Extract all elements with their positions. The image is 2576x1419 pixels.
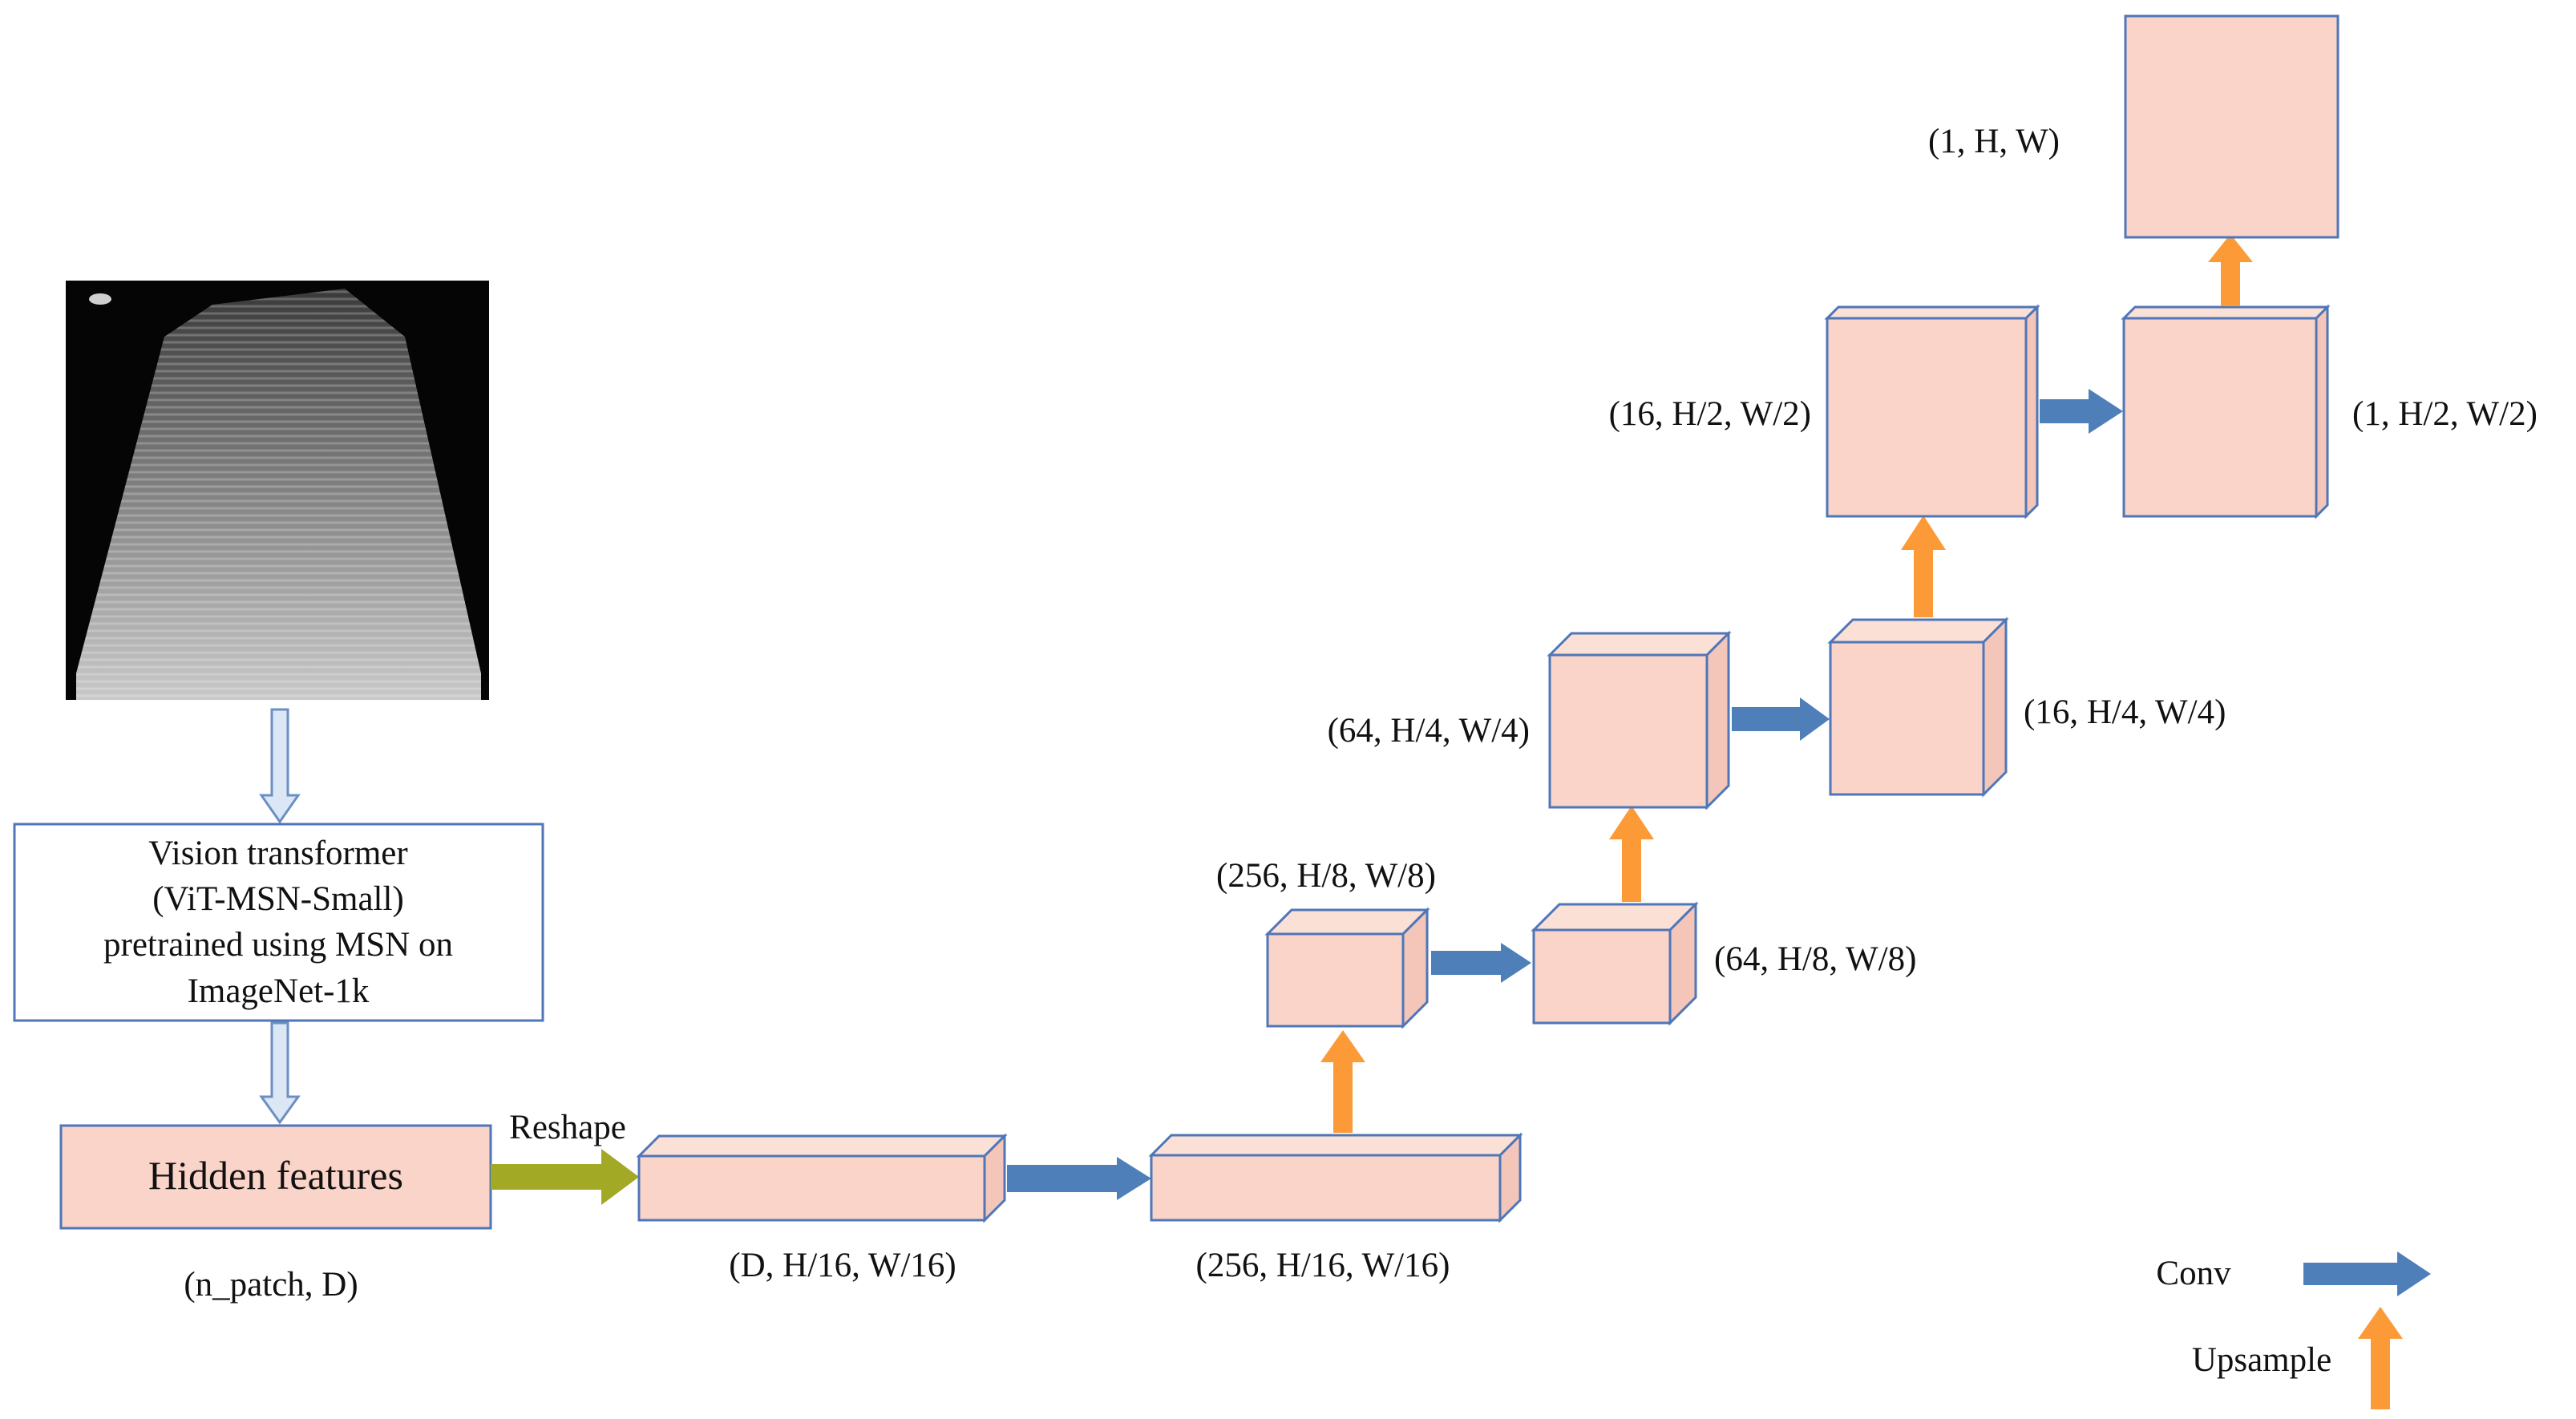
- block-3-shape: (256, H/8, W/8): [1216, 857, 1436, 895]
- legend-upsample-label: Upsample: [2192, 1341, 2331, 1379]
- block-5-shape: (64, H/4, W/4): [1328, 712, 1530, 750]
- block-1-shape: (D, H/16, W/16): [729, 1247, 956, 1284]
- legend-conv-arrow: [2303, 1251, 2431, 1296]
- feature-block-64-h4: [1547, 630, 1732, 811]
- feature-block-64-h8: [1531, 901, 1699, 1026]
- upsample-arrow-2: [1609, 806, 1654, 902]
- block-8-shape: (1, H/2, W/2): [2352, 395, 2538, 433]
- flow-arrow-down-2: [259, 1021, 301, 1125]
- block-6-shape: (16, H/4, W/4): [2024, 693, 2226, 731]
- block-2-shape: (256, H/16, W/16): [1196, 1247, 1450, 1284]
- output-block: [2124, 14, 2339, 239]
- conv-arrow-4: [2040, 389, 2123, 434]
- block-7-shape: (16, H/2, W/2): [1609, 395, 1811, 433]
- legend-conv-label: Conv: [2156, 1255, 2231, 1292]
- encoder-line-3: pretrained using MSN on: [103, 926, 453, 964]
- encoder-line-4: ImageNet-1k: [188, 972, 370, 1010]
- flow-arrow-down-1: [259, 708, 301, 824]
- legend: Conv Upsample: [2156, 1251, 2431, 1409]
- hidden-features-shape: (n_patch, D): [184, 1266, 358, 1304]
- upsample-arrow-4: [2208, 234, 2253, 306]
- encoder-line-1: Vision transformer: [148, 835, 407, 872]
- input-ultrasound-image: [66, 281, 489, 700]
- feature-block-d-h16: [636, 1133, 1008, 1223]
- conv-arrow-1: [1007, 1157, 1151, 1200]
- reshape-label: Reshape: [509, 1109, 626, 1146]
- upsample-arrow-1: [1320, 1030, 1365, 1133]
- upsample-arrow-3: [1901, 515, 1946, 617]
- block-4-shape: (64, H/8, W/8): [1714, 940, 1916, 978]
- hidden-features-box: Hidden features: [59, 1124, 492, 1230]
- feature-block-16-h2: [1824, 304, 2040, 519]
- conv-arrow-3: [1732, 697, 1830, 741]
- conv-arrow-2: [1431, 943, 1531, 983]
- feature-block-1-h2: [2121, 304, 2331, 519]
- hidden-features-label: Hidden features: [148, 1153, 403, 1198]
- feature-block-16-h4: [1827, 617, 2009, 798]
- legend-upsample-arrow: [2358, 1307, 2403, 1409]
- feature-block-256-h16: [1148, 1132, 1523, 1223]
- reshape-arrow: [491, 1149, 639, 1205]
- encoder-line-2: (ViT-MSN-Small): [152, 880, 404, 918]
- block-9-shape: (1, H, W): [1928, 123, 2060, 160]
- vision-transformer-box: Vision transformer (ViT-MSN-Small) pretr…: [13, 823, 544, 1022]
- feature-block-256-h8: [1264, 907, 1430, 1029]
